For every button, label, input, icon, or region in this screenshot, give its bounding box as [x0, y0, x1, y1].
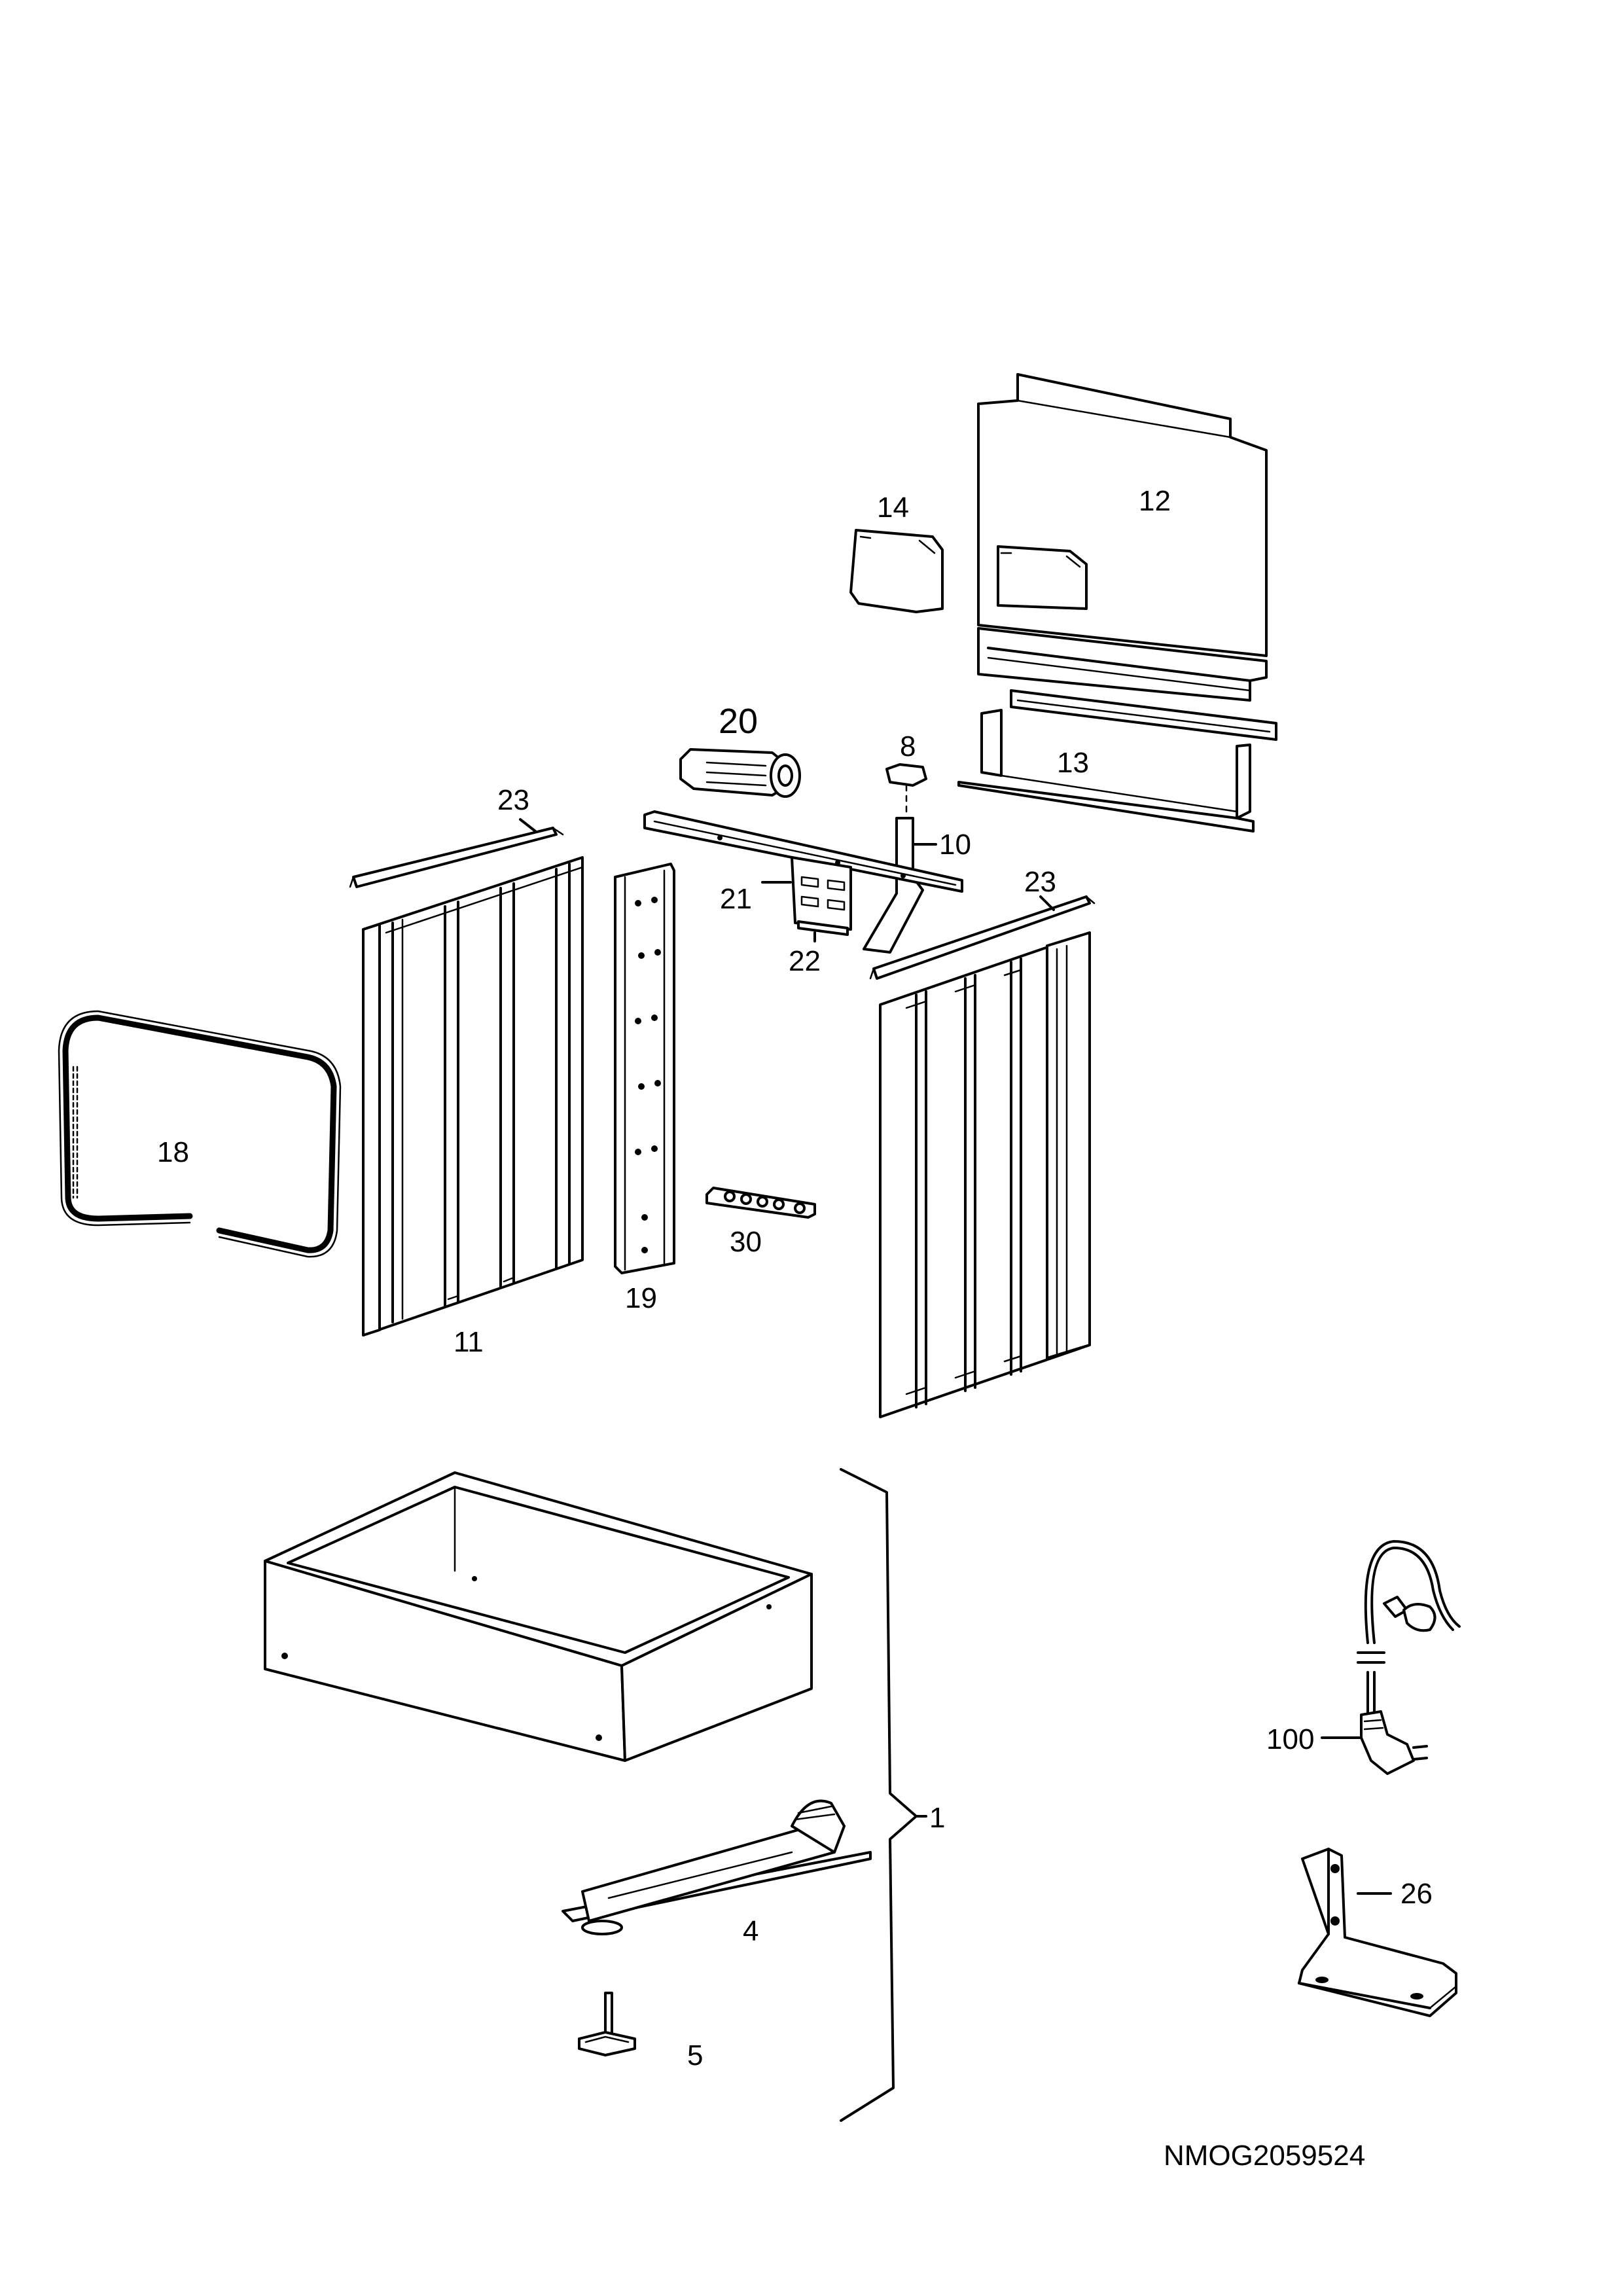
part-18-door-gasket: [58, 1010, 342, 1258]
callout-8: 8: [900, 730, 916, 762]
callout-13: 13: [1057, 747, 1089, 779]
callout-30: 30: [730, 1226, 762, 1258]
part-19-vertical-support: [614, 863, 675, 1274]
drawing-number: NMOG2059524: [1164, 2140, 1365, 2172]
callout-19: 19: [625, 1282, 657, 1314]
part-14-cover-plate: [849, 529, 944, 613]
callout-14: 14: [877, 492, 909, 524]
part-10-support-bracket: [863, 817, 937, 954]
part-11-left-side-panel: [362, 856, 584, 1336]
group-1-bracket: [840, 1468, 927, 2122]
callout-23-left: 23: [497, 784, 529, 816]
part-23-top-rail-left: [349, 818, 564, 888]
callout-12: 12: [1139, 485, 1171, 517]
base-frame-box: [264, 1471, 813, 1762]
part-5-adjustable-foot: [578, 1992, 636, 2056]
callout-11: 11: [454, 1326, 484, 1358]
part-13-rear-trough: [957, 689, 1277, 833]
callout-10: 10: [939, 829, 971, 861]
part-8-grommet: [885, 763, 927, 816]
callout-100: 100: [1266, 1723, 1314, 1755]
callout-4: 4: [743, 1915, 758, 1947]
part-21-mounting-plate: [761, 856, 852, 931]
part-23-top-rail-right: [869, 895, 1096, 980]
right-side-panel: [879, 931, 1091, 1418]
callout-5: 5: [687, 2039, 703, 2072]
callout-labels: 12 14 13 20 8 10 23 23 21 22 18 30 19 11…: [157, 485, 1433, 2072]
cross-rail: [643, 810, 963, 893]
part-22-bracket: [797, 920, 849, 942]
part-20-fan-motor: [679, 748, 801, 798]
part-30-terminal-block: [705, 1187, 816, 1219]
callout-23-right: 23: [1024, 866, 1056, 898]
callout-1: 1: [929, 1802, 945, 1834]
part-12-rear-panel: [977, 373, 1268, 702]
part-26-angle-bracket: [1298, 1848, 1457, 2017]
callout-26: 26: [1400, 1878, 1433, 1910]
callout-20: 20: [719, 702, 758, 741]
part-100-power-cord: [1321, 1540, 1461, 1775]
callout-21: 21: [720, 883, 752, 915]
callout-22: 22: [789, 945, 821, 977]
callout-18: 18: [157, 1136, 189, 1168]
part-4-leg-rail: [562, 1799, 872, 1935]
